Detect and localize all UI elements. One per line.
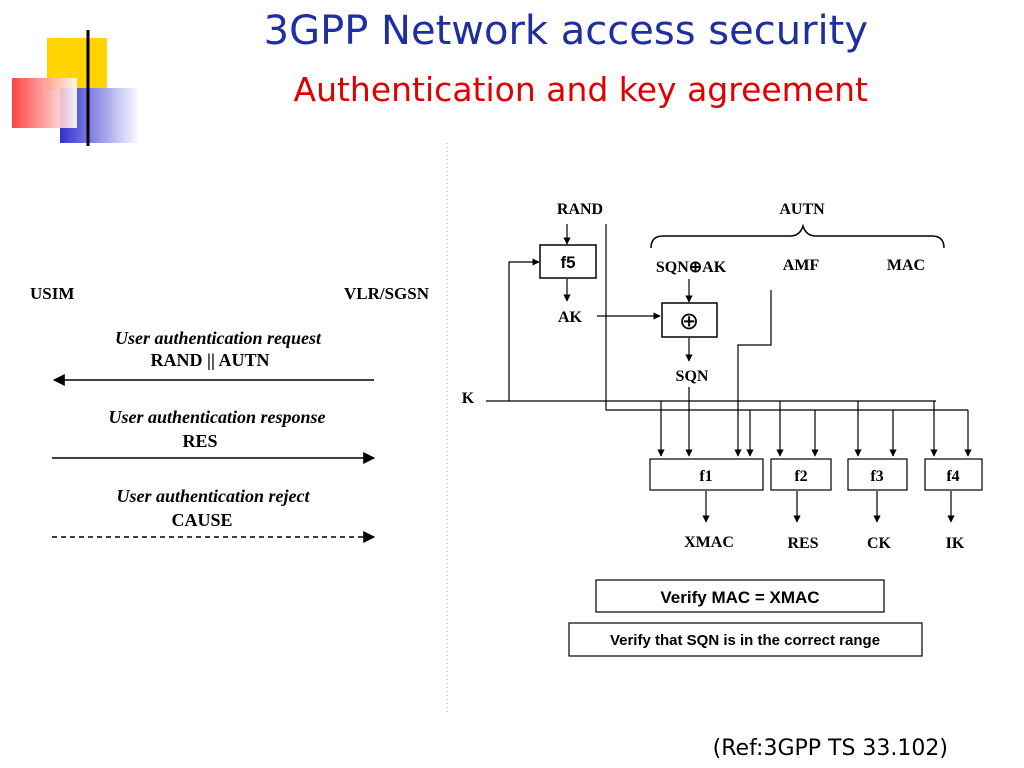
f1-label: f1 xyxy=(699,468,712,485)
auth-request-params: RAND || AUTN xyxy=(151,350,270,370)
xmac-output: XMAC xyxy=(684,534,734,551)
auth-reject-params: CAUSE xyxy=(171,510,232,530)
mac-label: MAC xyxy=(887,257,925,274)
auth-request-label: User authentication request xyxy=(115,328,322,348)
logo-squares xyxy=(12,30,940,146)
autn-label: AUTN xyxy=(779,201,825,218)
xor-box xyxy=(661,302,718,338)
f3-label: f3 xyxy=(870,468,883,485)
autn-brace xyxy=(650,223,945,249)
auth-reject-label: User authentication reject xyxy=(117,486,311,506)
f4-box xyxy=(924,458,983,491)
f2-box xyxy=(770,458,832,491)
sqn-xor-ak-label: SQN⊕AK xyxy=(656,259,727,276)
verify-sqn-box xyxy=(568,622,923,657)
auth-response-params: RES xyxy=(182,431,217,451)
usim-label: USIM xyxy=(30,284,74,303)
f5-box xyxy=(539,244,597,279)
slide-title: 3GPP Network access security xyxy=(263,8,868,54)
f1-box xyxy=(649,458,764,491)
res-output: RES xyxy=(787,535,818,552)
auth-response-label: User authentication response xyxy=(108,407,325,427)
ck-output: CK xyxy=(867,535,892,552)
amf-label: AMF xyxy=(783,257,820,274)
vlr-sgsn-label: VLR/SGSN xyxy=(344,284,430,303)
ik-output: IK xyxy=(946,535,965,552)
slide-subtitle: Authentication and key agreement xyxy=(293,70,869,109)
sqn-label: SQN xyxy=(676,368,709,385)
f5-label: f5 xyxy=(560,253,575,272)
xor-symbol: ⊕ xyxy=(679,307,699,335)
f2-label: f2 xyxy=(794,468,807,485)
rand-label: RAND xyxy=(557,201,603,218)
f4-label: f4 xyxy=(946,468,959,485)
verify-mac-box xyxy=(595,579,885,613)
ak-label: AK xyxy=(558,309,583,326)
verify-mac-text: Verify MAC = XMAC xyxy=(660,588,819,607)
k-label: K xyxy=(462,390,475,407)
reference-note: (Ref:3GPP TS 33.102) xyxy=(712,736,948,761)
verify-sqn-text: Verify that SQN is in the correct range xyxy=(610,632,880,649)
algorithm-diagram: RAND AUTN SQN⊕AK AMF MAC f5 AK ⊕ SQN xyxy=(462,201,983,657)
f3-box xyxy=(847,458,908,491)
